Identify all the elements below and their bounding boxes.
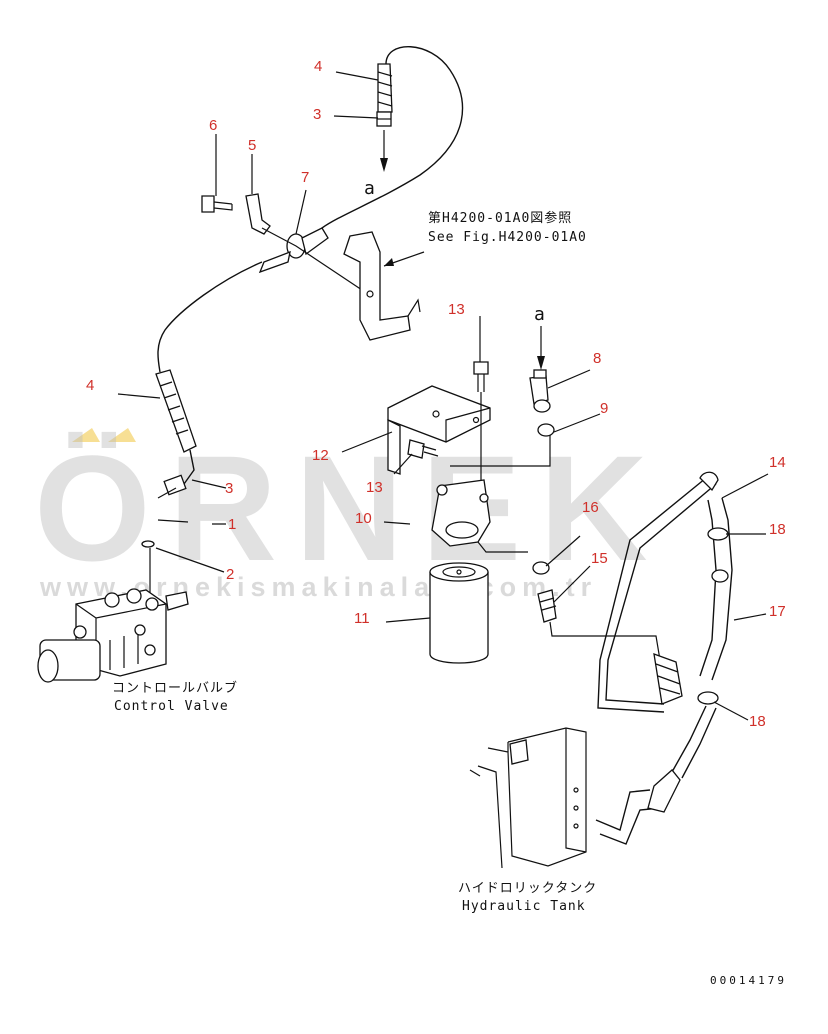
callout-3-left: 3 <box>225 480 233 497</box>
callout-4-top: 4 <box>314 58 322 75</box>
callout-10: 10 <box>355 510 372 527</box>
control-valve-label-en: Control Valve <box>114 699 229 714</box>
callout-8: 8 <box>593 350 601 367</box>
captions: 第H4200-01A0図参照 See Fig.H4200-01A0 コントロール… <box>112 210 787 987</box>
clamp-assembly <box>201 193 363 291</box>
view-marker-a-top: a <box>364 178 375 199</box>
figure-number: 00014179 <box>710 974 787 987</box>
callout-17: 17 <box>769 603 786 620</box>
hydraulic-tank <box>469 727 681 869</box>
callout-12: 12 <box>312 447 329 464</box>
view-marker-a-right: a <box>534 304 545 325</box>
hose-17 <box>671 497 733 779</box>
view-markers: a a <box>364 178 545 325</box>
upper-hose-assembly <box>321 46 464 229</box>
filter-bracket <box>387 385 491 475</box>
fittings <box>529 326 612 637</box>
callout-18-upper: 18 <box>769 521 786 538</box>
leader-lines <box>117 71 769 721</box>
callout-4-left: 4 <box>86 377 94 394</box>
callout-1: 1 <box>228 516 236 533</box>
callout-15: 15 <box>591 550 608 567</box>
control-valve-label-jp: コントロールバルブ <box>112 680 238 696</box>
callout-6: 6 <box>209 117 217 134</box>
reference-jp: 第H4200-01A0図参照 <box>428 210 572 226</box>
callout-7: 7 <box>301 169 309 186</box>
callout-18-lower: 18 <box>749 713 766 730</box>
callout-2: 2 <box>226 566 234 583</box>
watermark: ÖRNEK www.ornekismakinalari.com.tr <box>34 424 648 602</box>
callout-5: 5 <box>248 137 256 154</box>
callout-13-top: 13 <box>448 301 465 318</box>
callout-16: 16 <box>582 499 599 516</box>
callout-9: 9 <box>600 400 608 417</box>
callout-13-mid: 13 <box>366 479 383 496</box>
hydraulic-tank-label-jp: ハイドロリックタンク <box>458 881 597 896</box>
hydraulic-tank-label-en: Hydraulic Tank <box>462 899 586 914</box>
return-pipe <box>597 471 719 713</box>
filter-head <box>431 434 551 553</box>
callout-numbers: 4 3 6 5 7 13 8 9 12 4 3 13 10 1 2 16 15 … <box>86 58 786 730</box>
control-valve <box>37 540 189 683</box>
mount-bracket <box>343 231 425 341</box>
lower-hose-assembly <box>155 261 263 499</box>
reference-en: See Fig.H4200-01A0 <box>428 230 587 245</box>
callout-14: 14 <box>769 454 786 471</box>
callout-3-top: 3 <box>313 106 321 123</box>
callout-11: 11 <box>354 610 370 627</box>
filter-element <box>429 562 489 664</box>
